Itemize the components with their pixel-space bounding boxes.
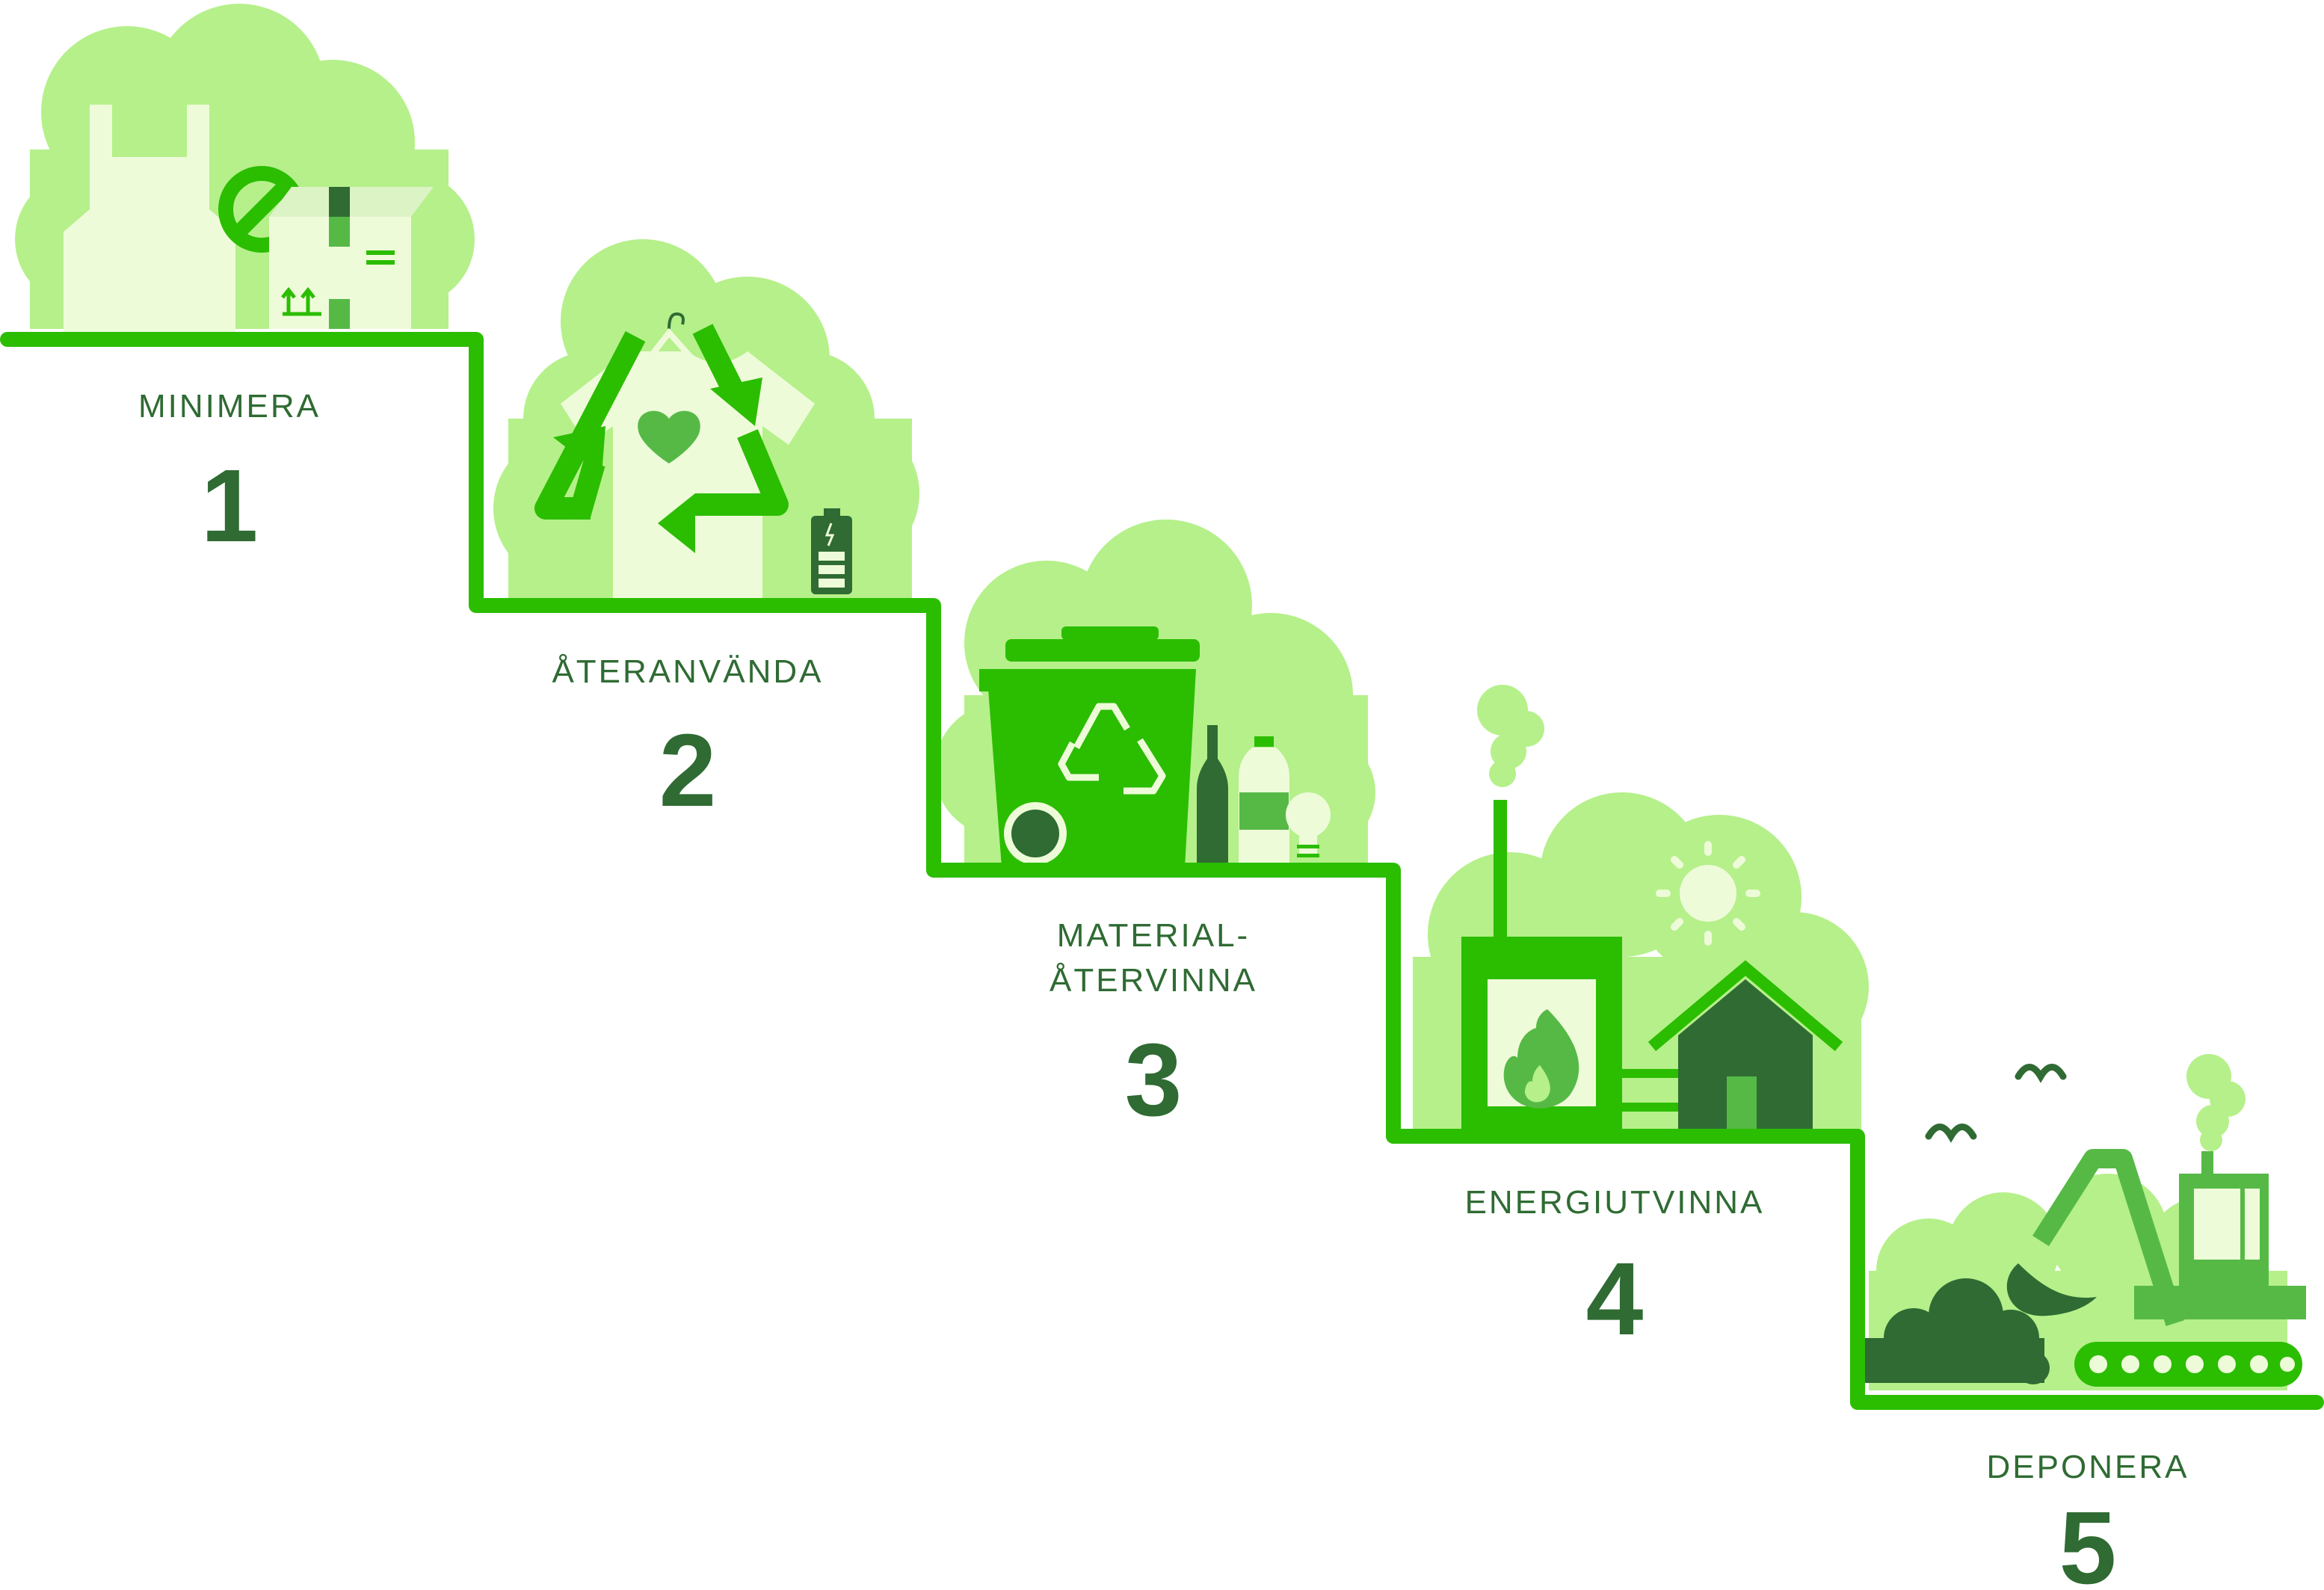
staircase-line (0, 332, 2324, 1410)
step-4-label: ENERGIUTVINNA (1465, 1184, 1765, 1221)
step-4-number: 4 (1586, 1242, 1644, 1357)
step-2-label: ÅTERANVÄNDA (552, 653, 823, 690)
excavator-icon (2006, 1149, 2306, 1387)
hanger-icon (640, 312, 701, 369)
step-3-label-line-2: ÅTERVINNA (1050, 962, 1257, 999)
flame-icon (1503, 1009, 1579, 1109)
step-3-label-line-1: MATERIAL- (1057, 917, 1250, 954)
smoke-icon (2186, 1054, 2246, 1151)
battery-icon (811, 508, 852, 594)
step-3-illustration (934, 520, 1375, 867)
step-5-number: 5 (2059, 1491, 2117, 1590)
landfill-heap-icon (1865, 1278, 2050, 1384)
step-1-illustration (15, 4, 475, 336)
recycle-symbol-icon (1058, 703, 1166, 795)
chimney-icon (1494, 800, 1507, 942)
recycle-arrows-icon (534, 324, 789, 520)
step-5-illustration (1865, 1054, 2306, 1390)
step-5-label: DEPONERA (1987, 1449, 2189, 1485)
step-2-illustration (493, 239, 919, 598)
birds-icon (1925, 1064, 2067, 1143)
light-bulb-icon (1286, 792, 1331, 857)
step-2-number: 2 (659, 713, 717, 828)
cardboard-box-icon (269, 187, 434, 329)
recycling-bin-icon (979, 626, 1200, 867)
plastic-bottle-icon (1239, 736, 1289, 867)
plastic-bag-icon (64, 105, 235, 336)
smoke-icon (1477, 685, 1544, 787)
step-1-label: MINIMERA (138, 388, 321, 425)
sun-icon (1656, 841, 1760, 946)
house-icon (1648, 960, 1843, 1129)
step-3-number: 3 (1125, 1023, 1183, 1138)
step-1-number: 1 (201, 449, 259, 564)
glass-bottle-icon (1197, 725, 1228, 867)
step-4-illustration (1413, 685, 1869, 1136)
recycle-arrowheads (553, 378, 762, 553)
